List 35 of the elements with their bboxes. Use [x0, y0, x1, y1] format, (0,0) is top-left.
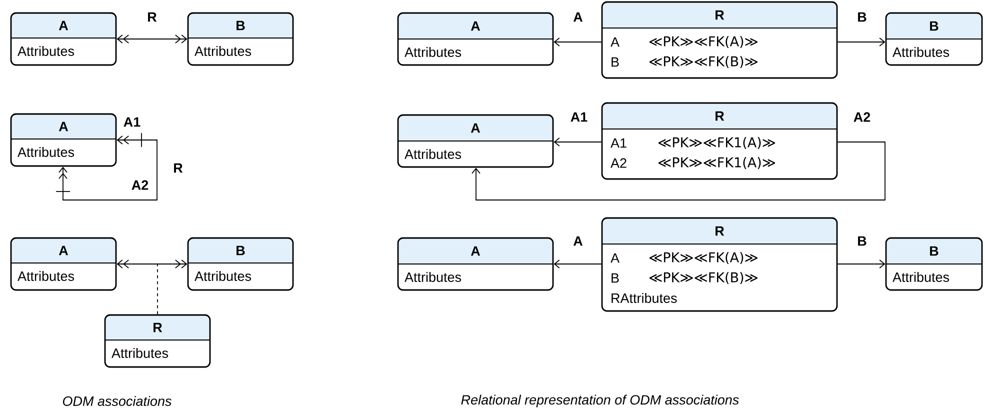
class-box: A Attributes [397, 12, 554, 66]
arrow [554, 138, 602, 146]
role-label: A1 [124, 117, 140, 127]
class-box: B Attributes [187, 12, 294, 66]
class-box: R A ≪PK≫≪FK(A)≫ B ≪PK≫≪FK(B)≫ [601, 1, 838, 79]
edge-label: B [858, 12, 866, 22]
class-box: R A1 ≪PK≫≪FK1(A)≫ A2 ≪PK≫≪FK1(A)≫ [601, 102, 838, 180]
class-box: B Attributes [885, 12, 983, 66]
class-box: B Attributes [187, 237, 294, 291]
caption: Relational representation of ODM associations [461, 394, 739, 408]
edge-label: R [174, 163, 183, 173]
edge-label: A [573, 236, 583, 246]
edge-label: A1 [570, 112, 588, 122]
class-box: A Attributes [397, 114, 554, 168]
class-box: R A ≪PK≫≪FK(A)≫ B ≪PK≫≪FK(B)≫ RAttributes [601, 217, 838, 312]
class-box: A Attributes [10, 12, 117, 66]
arrow [837, 38, 886, 46]
role-label: A2 [132, 180, 148, 190]
caption: ODM associations [62, 396, 172, 406]
arrow [837, 260, 886, 268]
class-box: A Attributes [397, 237, 554, 291]
edge-label: R [148, 12, 157, 22]
arrow [554, 260, 602, 268]
class-box: R Attributes [104, 314, 211, 368]
arrow [56, 132, 158, 200]
edge-label: B [858, 236, 866, 246]
edge-label: A2 [854, 112, 870, 122]
class-box: A Attributes [10, 113, 117, 167]
arrow [554, 38, 602, 46]
class-box: A Attributes [10, 237, 117, 291]
arrow [116, 260, 188, 268]
class-box: B Attributes [885, 237, 983, 291]
edge-label: A [573, 12, 583, 22]
arrow [472, 142, 886, 200]
arrow [116, 34, 188, 44]
